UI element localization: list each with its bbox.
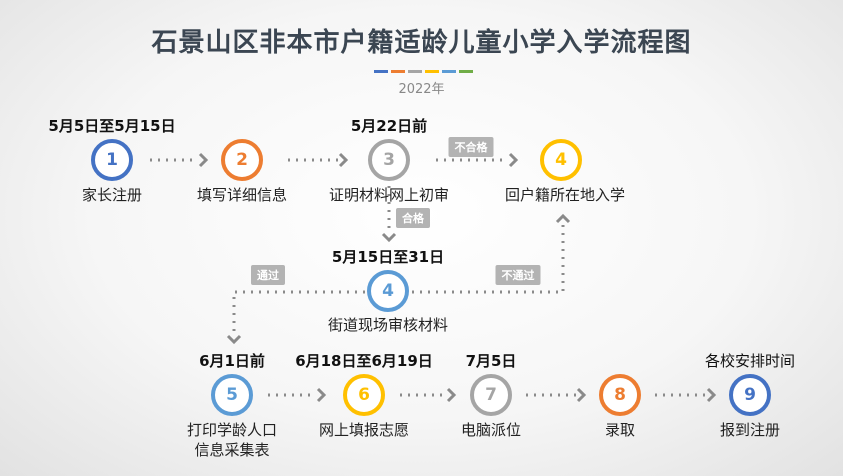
- step-4b-node: 4: [367, 270, 409, 312]
- color-bar: [374, 70, 473, 73]
- step-5-label: 打印学龄人口信息采集表: [187, 420, 277, 460]
- step-5-node: 5: [211, 374, 253, 416]
- step-5-date: 6月1日前: [199, 352, 265, 370]
- step-9-date: 各校安排时间: [704, 352, 796, 370]
- step-6-node: 6: [343, 374, 385, 416]
- step-3-node: 3: [368, 139, 410, 181]
- step-4b-label: 街道现场审核材料: [327, 316, 449, 334]
- step-4a-node: 4: [540, 139, 582, 181]
- step-8-label: 录取: [604, 421, 636, 439]
- step-6-label: 网上填报志愿: [318, 421, 410, 439]
- page-title: 石景山区非本市户籍适龄儿童小学入学流程图: [151, 28, 692, 58]
- step-1-label: 家长注册: [81, 186, 143, 204]
- step-5-label-line2: 信息采集表: [194, 441, 270, 459]
- step-9-label: 报到注册: [719, 421, 781, 439]
- step-1-node: 1: [91, 139, 133, 181]
- step-2-label: 填写详细信息: [196, 186, 288, 204]
- step-4a-label: 回户籍所在地入学: [504, 186, 626, 204]
- tag-approved: 通过: [251, 265, 285, 285]
- step-3-date: 5月22日前: [350, 117, 428, 135]
- step-6-date: 6月18日至6月19日: [295, 352, 433, 370]
- step-7-node: 7: [470, 374, 512, 416]
- step-9-node: 9: [729, 374, 771, 416]
- step-2-node: 2: [221, 139, 263, 181]
- step-1-date: 5月5日至5月15日: [48, 117, 176, 135]
- step-5-label-line1: 打印学龄人口: [186, 421, 278, 439]
- step-7-date: 7月5日: [465, 352, 517, 370]
- tag-pass: 合格: [396, 208, 430, 228]
- step-4b-date: 5月15日至31日: [331, 248, 445, 266]
- year: 2022年: [398, 82, 445, 97]
- tag-rejected: 不通过: [495, 265, 541, 285]
- step-8-node: 8: [599, 374, 641, 416]
- tag-fail: 不合格: [448, 137, 494, 157]
- step-7-label: 电脑派位: [460, 421, 522, 439]
- step-3-label: 证明材料网上初审: [328, 186, 450, 204]
